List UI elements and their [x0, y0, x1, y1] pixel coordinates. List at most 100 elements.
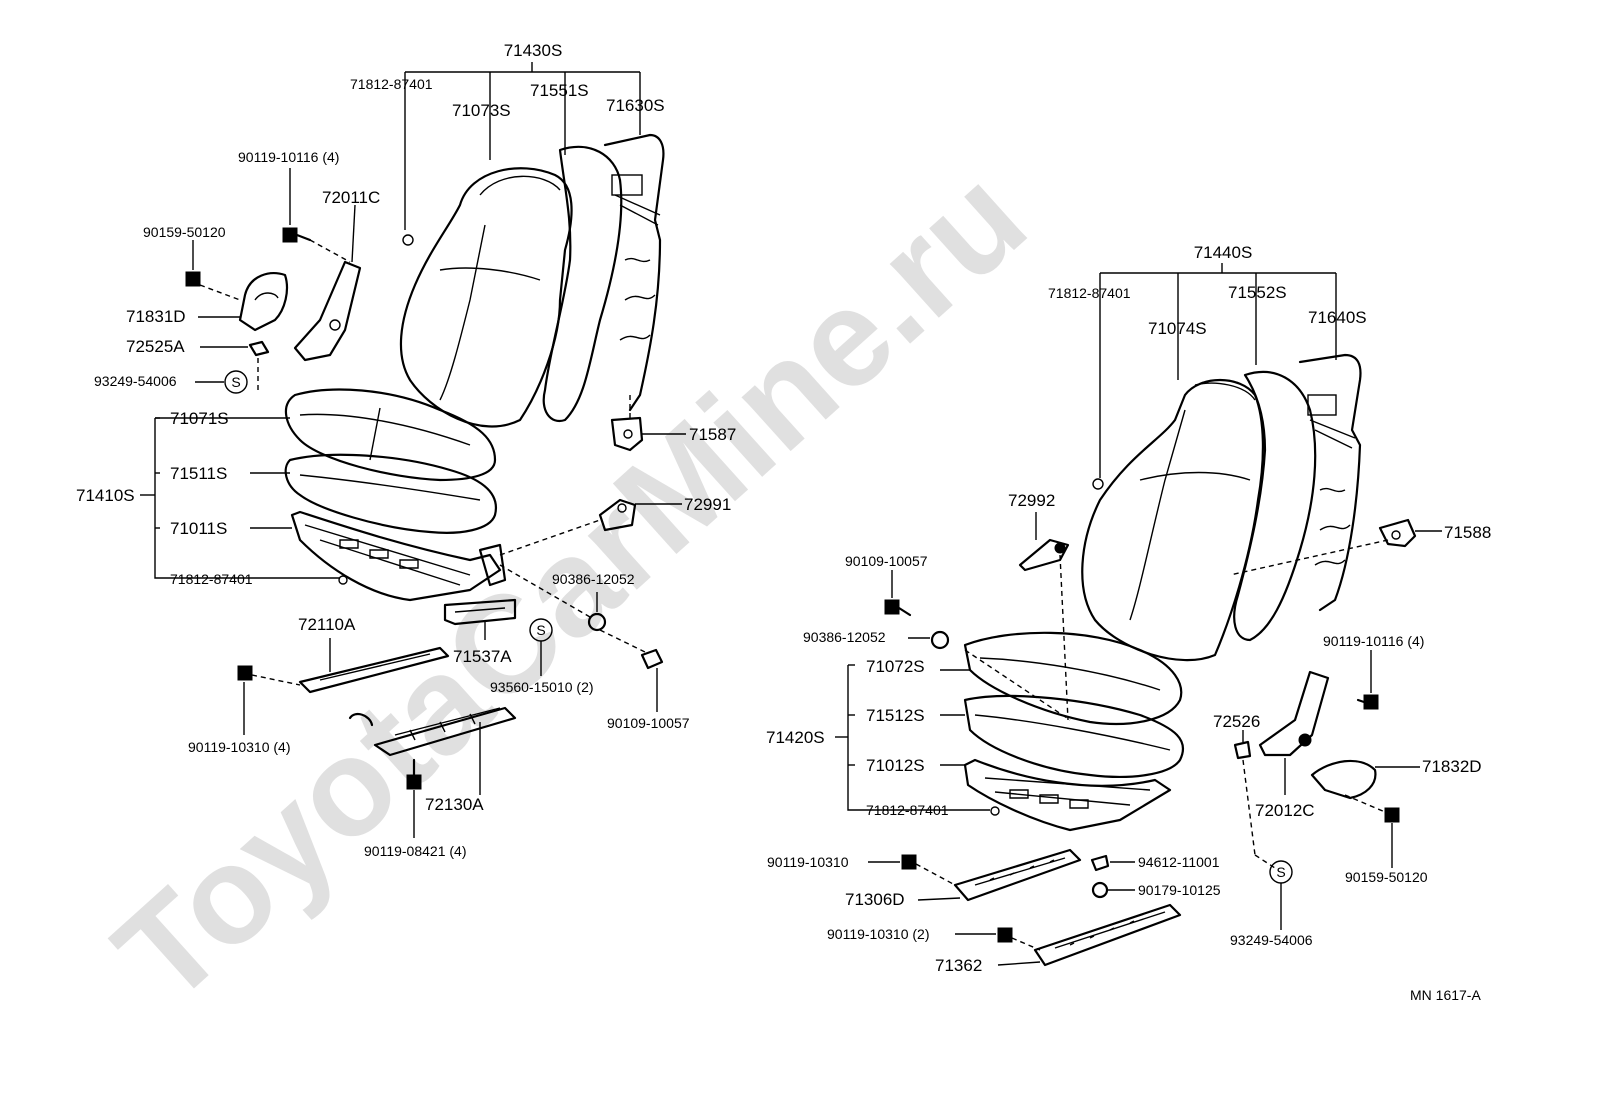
- part-label: S: [536, 622, 545, 638]
- part-label: 71812-87401: [350, 76, 433, 92]
- part-label: 71071S: [170, 409, 229, 428]
- part-label: S: [1276, 864, 1285, 880]
- part-label: 71440S: [1194, 243, 1253, 262]
- part-label: 71306D: [845, 890, 905, 909]
- part-label: 71551S: [530, 81, 589, 100]
- part-label: 90119-10116 (4): [238, 149, 339, 165]
- cushion-frame-71012S: [963, 758, 1172, 832]
- part-label: 71812-87401: [170, 571, 253, 587]
- nut-90386-12052-right: [930, 630, 950, 650]
- part-label: 90386-12052: [552, 571, 635, 587]
- cover-71831D: [238, 272, 289, 332]
- part-label: 71011S: [170, 519, 227, 538]
- part-label: 71012S: [866, 756, 925, 775]
- nut-90179-10125: [1091, 881, 1109, 899]
- bracket-72011C: [293, 260, 362, 362]
- part-label: 90119-10310: [767, 854, 849, 870]
- part-label: 90119-10310 (2): [827, 926, 929, 942]
- part-label: 90119-10116 (4): [1323, 633, 1424, 649]
- bolt-90119-10116: [282, 227, 312, 243]
- right-seat-assembly: S: [766, 243, 1491, 975]
- seatback-71073S: [399, 167, 573, 428]
- seatback-71074S: [1081, 378, 1265, 662]
- bolt-90109-10057-right: [884, 599, 912, 617]
- cushion-71072S: [963, 631, 1183, 725]
- part-label: 71420S: [766, 728, 825, 747]
- part-label: 72110A: [298, 615, 356, 634]
- part-label: 72130A: [425, 795, 484, 814]
- part-label: 72526: [1213, 712, 1260, 731]
- s-mark-93249-54006-right: S: [1269, 860, 1293, 884]
- part-label: 71512S: [866, 706, 925, 725]
- rail-71306D: [953, 848, 1082, 902]
- part-label: 90159-50120: [143, 224, 226, 240]
- part-label: 71831D: [126, 307, 186, 326]
- cushion-cover-71511S: [284, 453, 498, 534]
- part-label: 71630S: [606, 96, 665, 115]
- bolt-90109-10057-left: [640, 648, 664, 670]
- part-label: 90109-10057: [845, 553, 928, 569]
- part-label: 71430S: [504, 41, 563, 60]
- bracket-71537A: [443, 598, 517, 626]
- cushion-cover-71512S: [963, 694, 1185, 778]
- bolt-90119-10310-right: [901, 854, 917, 870]
- bracket-72012C: [1258, 670, 1330, 757]
- bolt-90119-08421: [406, 758, 422, 790]
- part-label: S: [231, 374, 240, 390]
- part-label: 71552S: [1228, 283, 1287, 302]
- bolt-90159-50120-right: [1384, 807, 1400, 823]
- part-label: 71588: [1444, 523, 1491, 542]
- rail-72130A: [348, 706, 517, 757]
- part-label: 93560-15010 (2): [490, 679, 594, 695]
- left-seat-assembly: S: [76, 41, 736, 859]
- back-cover-71552S: [1233, 370, 1317, 642]
- bolt-90119-10310-2: [997, 927, 1013, 943]
- part-label: 71072S: [866, 657, 925, 676]
- back-frame-71630S: [603, 133, 665, 412]
- cover-71832D: [1310, 759, 1377, 800]
- part-label: 94612-11001: [1138, 854, 1220, 870]
- cushion-frame-71011S: [290, 510, 507, 602]
- part-label: 90119-10310 (4): [188, 739, 290, 755]
- bolt-90159-50120: [185, 271, 241, 301]
- part-label: 93249-54006: [1230, 932, 1313, 948]
- part-label: 71537A: [453, 647, 512, 666]
- nut-90386-12052: [587, 612, 607, 632]
- part-label: 71410S: [76, 486, 135, 505]
- part-label: 90119-08421 (4): [364, 843, 466, 859]
- back-frame-71640S: [1298, 353, 1362, 612]
- part-label: 71587: [689, 425, 736, 444]
- washer-94612-11001: [1090, 854, 1110, 872]
- s-mark-93249-54006: S: [224, 370, 248, 394]
- part-label: 71832D: [1422, 757, 1482, 776]
- back-cover-71551S: [542, 145, 623, 423]
- part-label: 71812-87401: [1048, 285, 1131, 301]
- part-label: 90109-10057: [607, 715, 690, 731]
- part-label: 72011C: [322, 188, 380, 207]
- bracket-72992: [1018, 538, 1070, 572]
- bracket-71587: [610, 416, 644, 452]
- bracket-71588: [1378, 518, 1417, 548]
- part-label: 93249-54006: [94, 373, 177, 389]
- part-label: 90159-50120: [1345, 869, 1428, 885]
- clip-72526: [1233, 740, 1252, 760]
- part-label: 90179-10125: [1138, 882, 1221, 898]
- clip-72525A: [248, 340, 270, 357]
- part-label: 71362: [935, 956, 982, 975]
- part-label: 72012C: [1255, 801, 1315, 820]
- rail-71362: [1033, 903, 1182, 967]
- part-label: 71511S: [170, 464, 227, 483]
- part-label: 71073S: [452, 101, 511, 120]
- part-label: 72525A: [126, 337, 185, 356]
- part-label: 72992: [1008, 491, 1055, 510]
- part-label: 72991: [684, 495, 731, 514]
- bolt-90119-10116-right: [1356, 694, 1379, 710]
- part-label: 71812-87401: [866, 802, 949, 818]
- bolt-90119-10310-left: [237, 665, 301, 686]
- part-label: 71074S: [1148, 319, 1207, 338]
- part-label: 90386-12052: [803, 629, 886, 645]
- drawing-code: MN 1617-A: [1410, 987, 1481, 1003]
- part-label: 71640S: [1308, 308, 1367, 327]
- rail-72110A: [298, 646, 450, 694]
